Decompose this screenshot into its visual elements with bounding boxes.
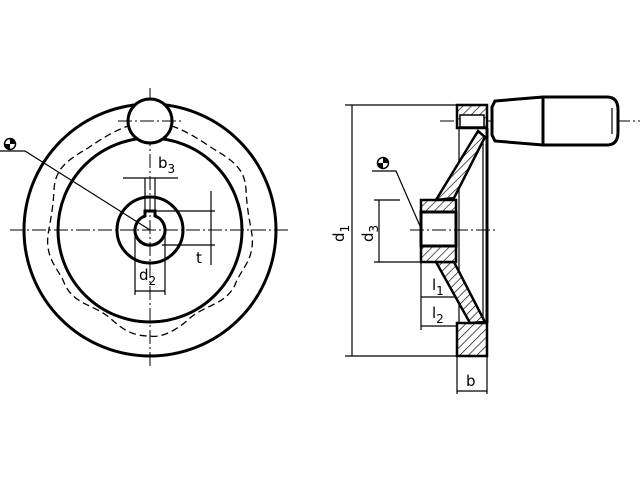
leader-line-side bbox=[372, 170, 421, 227]
label-d2: d2 bbox=[139, 266, 156, 288]
hub-circle bbox=[115, 195, 185, 265]
label-b3: b3 bbox=[158, 154, 175, 176]
spoke-section-top bbox=[433, 129, 487, 202]
hub-section-bottom bbox=[419, 244, 458, 264]
label-l1: l1 bbox=[432, 276, 444, 298]
label-d1: d1 bbox=[330, 225, 352, 242]
label-d3: d3 bbox=[359, 225, 381, 242]
hub-bore bbox=[419, 210, 458, 248]
leader-line bbox=[0, 150, 151, 231]
label-l2: l2 bbox=[432, 304, 444, 326]
crank-handle bbox=[490, 95, 620, 147]
side-view: d1 d3 l1 l2 b bbox=[330, 95, 640, 394]
bore-with-keyway bbox=[133, 209, 167, 247]
label-t: t bbox=[196, 249, 202, 267]
front-view: b3 t d2 bbox=[0, 88, 288, 366]
surface-symbol-fill bbox=[4, 138, 16, 150]
hub-section-top bbox=[419, 198, 458, 214]
rim-section-bottom bbox=[455, 321, 489, 358]
label-b: b bbox=[466, 372, 476, 390]
handle-pin-hole bbox=[459, 114, 485, 128]
surface-symbol-fill-side bbox=[377, 157, 389, 169]
spoke-contour-dashed bbox=[47, 121, 253, 338]
